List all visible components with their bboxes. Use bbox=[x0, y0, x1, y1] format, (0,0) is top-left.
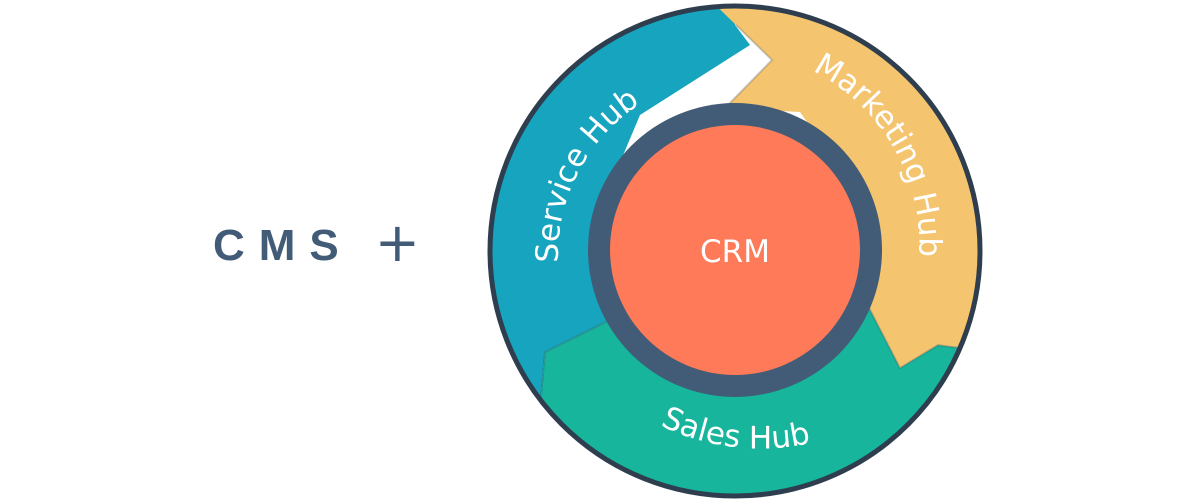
flywheel-outline bbox=[487, 3, 983, 499]
service-hub-segment bbox=[490, 6, 770, 496]
plus-sign: + bbox=[374, 211, 421, 274]
cms-plus-prefix: CMS + bbox=[213, 216, 420, 271]
crm-label: CRM bbox=[700, 234, 770, 270]
cms-label: CMS bbox=[213, 221, 353, 270]
crm-core bbox=[610, 125, 860, 375]
